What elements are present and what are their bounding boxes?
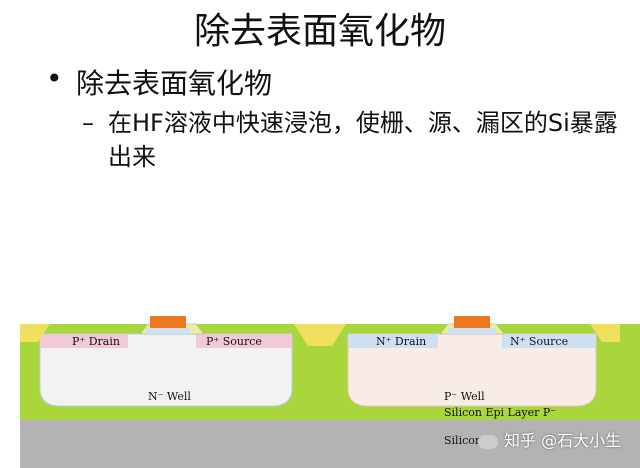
- n-well-label: N⁻ Well: [148, 390, 191, 403]
- n-drain-label: N⁺ Drain: [376, 335, 426, 348]
- field-oxide-right: [590, 324, 620, 342]
- field-oxide-left: [20, 324, 50, 342]
- bullet-dot-icon: •: [46, 62, 63, 95]
- sub-bullet-text: 在HF溶液中快速浸泡，使栅、源、漏区的Si暴露出来: [108, 109, 618, 171]
- gate-left: [150, 316, 186, 328]
- p-drain-label: P⁺ Drain: [72, 335, 120, 348]
- substrate-label: Silicon: [444, 434, 482, 447]
- n-plus-source-region: [502, 334, 596, 348]
- dash-icon: –: [82, 109, 94, 137]
- bullet-text: 除去表面氧化物: [76, 67, 273, 100]
- gate-oxide-left: [146, 328, 190, 334]
- gate-oxide-right: [448, 328, 496, 334]
- field-oxide-middle: [294, 324, 346, 346]
- n-well-region: [39, 333, 293, 407]
- n-source-label: N⁺ Source: [510, 335, 568, 348]
- epi-layer-label: Silicon Epi Layer P⁻: [444, 406, 556, 419]
- slide-title: 除去表面氧化物: [193, 11, 446, 52]
- wechat-logo-icon: [478, 434, 498, 449]
- n-plus-drain-region: [348, 334, 438, 348]
- watermark-text: 知乎 @石大小生: [504, 431, 622, 450]
- p-well-region: [347, 333, 597, 407]
- gate-right: [454, 316, 490, 328]
- cmos-cross-section-diagram: P⁺ Drain P⁺ Source N⁻ Well N⁺ Drain N⁺ S…: [20, 316, 640, 468]
- p-plus-source-region: [196, 334, 292, 348]
- p-plus-drain-region: [40, 334, 128, 348]
- p-well-label: P⁻ Well: [444, 390, 485, 403]
- watermark: 知乎 @石大小生: [478, 427, 621, 451]
- p-source-label: P⁺ Source: [206, 335, 262, 348]
- substrate-layer: [20, 420, 640, 468]
